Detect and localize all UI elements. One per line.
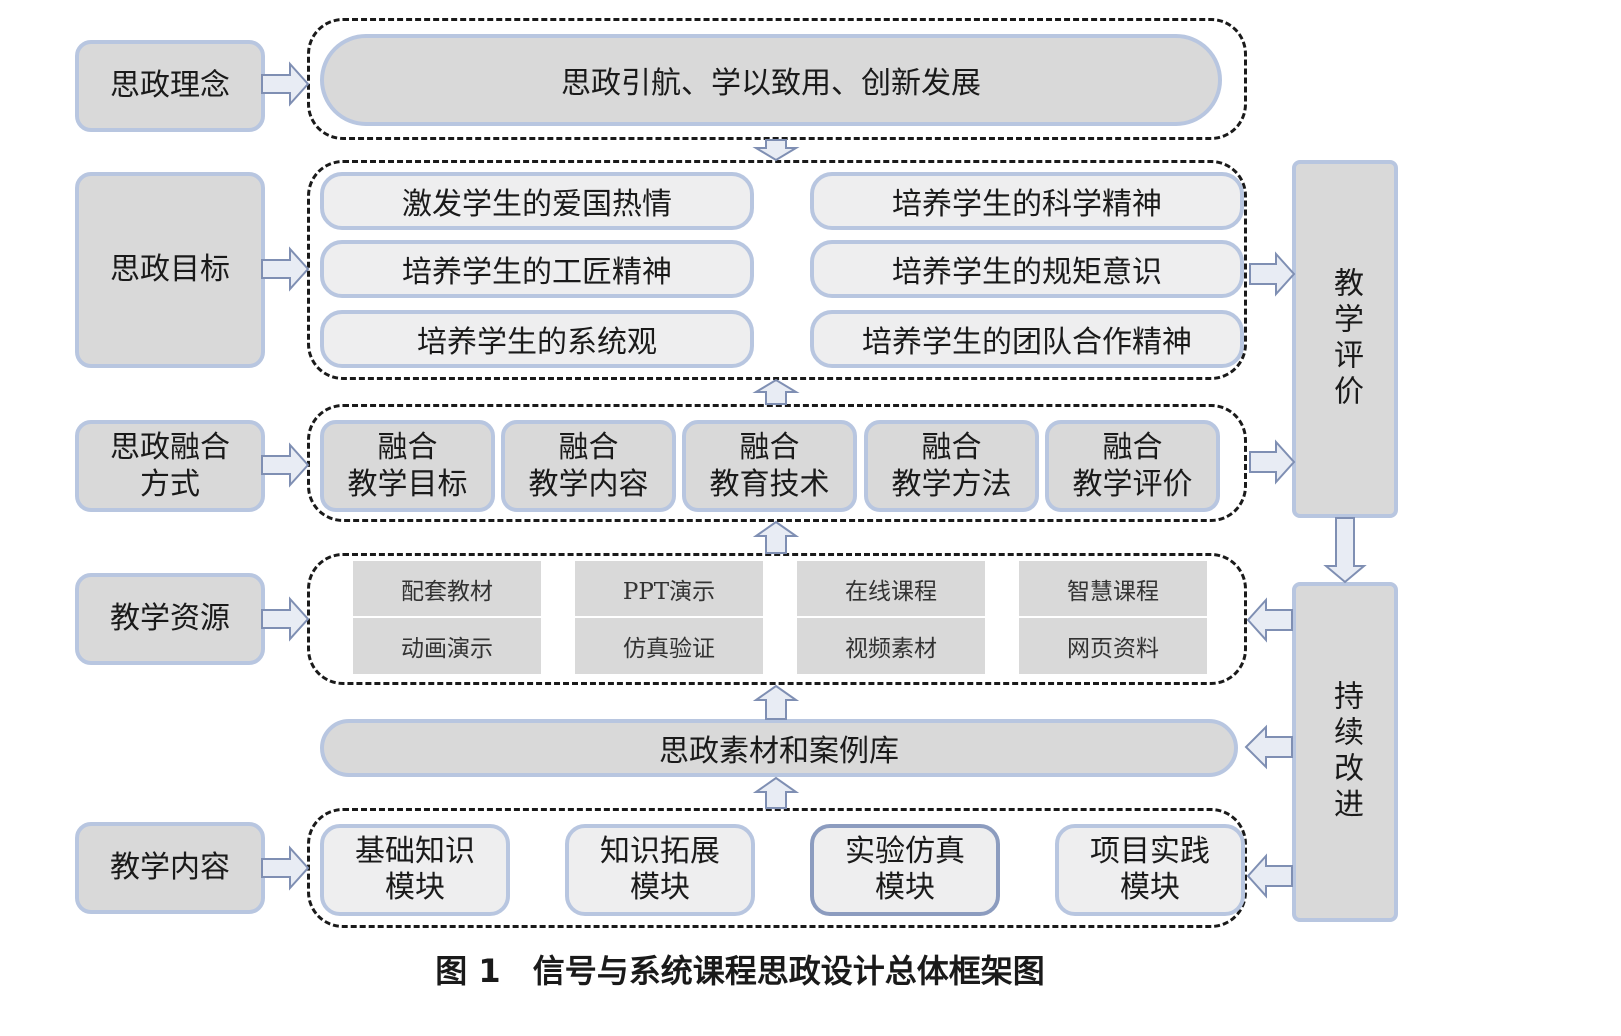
arrow-right-philosophy (261, 61, 310, 107)
resource-cell: 仿真验证 (574, 617, 764, 675)
arrow-up-library-resources (752, 684, 800, 720)
resource-cell: 网页资料 (1018, 617, 1208, 675)
resource-cell: PPT演示 (574, 560, 764, 617)
fusion-method: 融合 教学目标 (320, 420, 495, 512)
fusion-method: 融合 教学内容 (501, 420, 676, 512)
arrow-right-resources (261, 596, 310, 642)
category-philosophy: 思政理念 (75, 40, 265, 132)
goal-item: 培养学生的科学精神 (810, 172, 1244, 230)
fusion-method: 融合 教育技术 (682, 420, 857, 512)
philosophy-statement: 思政引航、学以致用、创新发展 (320, 34, 1222, 126)
teaching-evaluation-label: 教学评价 (1328, 267, 1363, 411)
category-goals: 思政目标 (75, 172, 265, 368)
resource-cell: 动画演示 (352, 617, 542, 675)
category-fusion: 思政融合 方式 (75, 420, 265, 512)
arrow-right-goals (261, 246, 310, 292)
arrow-up-resources-fusion (752, 520, 800, 554)
module-box: 基础知识 模块 (320, 824, 510, 916)
category-content: 教学内容 (75, 822, 265, 914)
figure-caption: 图 1 信号与系统课程思政设计总体框架图 (435, 952, 1045, 990)
goal-item: 激发学生的爱国热情 (320, 172, 754, 230)
resource-cell: 智慧课程 (1018, 560, 1208, 617)
module-box: 知识拓展 模块 (565, 824, 755, 916)
group-goals (307, 160, 1247, 380)
goal-item: 培养学生的规矩意识 (810, 240, 1244, 298)
continuous-improvement-label: 持续改进 (1328, 680, 1363, 824)
arrow-up-modules-library (752, 776, 800, 809)
resource-cell: 视频素材 (796, 617, 986, 675)
group-philosophy (307, 18, 1247, 140)
arrow-down-evaluation-improvement (1323, 517, 1367, 584)
arrow-left-improvement-resources (1246, 597, 1293, 643)
fusion-method: 融合 教学方法 (864, 420, 1039, 512)
module-box: 实验仿真 模块 (810, 824, 1000, 916)
continuous-improvement-box: 持续改进 (1292, 582, 1398, 922)
category-resources: 教学资源 (75, 573, 265, 665)
teaching-evaluation-box: 教学评价 (1292, 160, 1398, 518)
group-fusion (307, 404, 1247, 522)
arrow-right-fusion (261, 442, 310, 488)
material-library: 思政素材和案例库 (320, 719, 1238, 777)
goal-item: 培养学生的工匠精神 (320, 240, 754, 298)
goal-item: 培养学生的系统观 (320, 310, 754, 368)
goal-item: 培养学生的团队合作精神 (810, 310, 1244, 368)
module-box: 项目实践 模块 (1055, 824, 1245, 916)
resource-cell: 在线课程 (796, 560, 986, 617)
fusion-method: 融合 教学评价 (1045, 420, 1220, 512)
arrow-down-philosophy-goals (752, 139, 800, 162)
arrow-right-content (261, 845, 310, 891)
arrow-up-fusion-goals (752, 378, 800, 405)
arrow-right-goals-evaluation (1249, 251, 1296, 297)
resource-cell: 配套教材 (352, 560, 542, 617)
arrow-left-improvement-library (1244, 724, 1293, 770)
arrow-left-improvement-modules (1246, 853, 1293, 899)
arrow-right-fusion-evaluation (1249, 439, 1296, 485)
